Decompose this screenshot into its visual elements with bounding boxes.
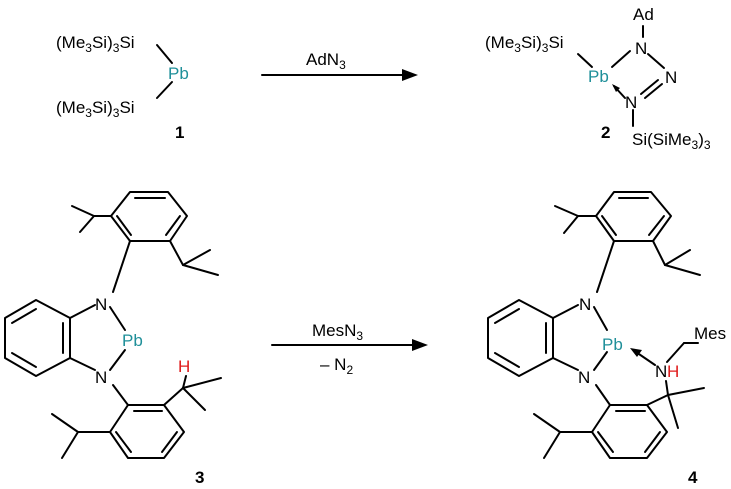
ipr-lower-left-3: [51, 413, 79, 433]
bond-n-bottom-aryl: [112, 384, 129, 406]
bond-n-top-pb: [109, 306, 126, 331]
compound-3: N Pb N H 3: [4, 191, 222, 487]
c4-bond-benzo-n-bottom: [552, 357, 579, 371]
c4-upper-aryl-ring: [595, 191, 672, 242]
bond-pb-n-bottom: [109, 349, 126, 371]
benzo-ring: [4, 299, 71, 377]
c4-ipr-lower-left-3: [533, 413, 561, 433]
bond-benzo-n-bottom: [69, 357, 96, 371]
compound-2-n-right: N: [665, 68, 677, 87]
compound-1-number: 1: [175, 123, 184, 142]
c4-ipr-upper-left-3: [554, 205, 579, 217]
ipr-upper-right-2: [182, 264, 219, 276]
c4-ipr-upper-right-2: [664, 264, 701, 276]
c4-ipr-lower-left-2: [543, 431, 561, 459]
c4-bond-benzo-n-top: [552, 304, 579, 319]
ipr-upper-left-3: [71, 205, 95, 217]
compound-3-h-label: H: [178, 357, 190, 376]
compound-2-ad-label: Ad: [633, 5, 654, 24]
bond-n-right-n-bottom-a: [644, 83, 663, 99]
lower-aryl-inner-2: [161, 431, 178, 453]
lower-aryl-inner-3: [115, 431, 132, 453]
compound-3-pb-label: Pb: [122, 331, 143, 350]
ipr-lower-right-3: [182, 387, 206, 411]
ipr-lower-left-2: [61, 431, 79, 459]
bond-n-right-n-bottom-b: [640, 79, 659, 95]
compound-2-si-group: (Me3Si)3Si: [485, 33, 564, 55]
c4-bond-cq-me2: [667, 394, 679, 429]
arrow-2-head: [412, 339, 428, 351]
c4-ipr-upper-right-3: [664, 249, 691, 266]
upper-aryl-ring: [110, 191, 188, 242]
c4-bond-aryl-cq: [646, 394, 669, 406]
ipr-lower-right-2: [182, 377, 222, 389]
compound-2-si-group-bottom: Si(SiMe3)3: [632, 130, 711, 152]
bond-pb-n-top: [611, 50, 631, 68]
compound-4-pb-label: Pb: [602, 335, 623, 354]
ipr-upper-left-2: [79, 215, 95, 233]
c4-bond-n-bottom-aryl: [595, 384, 611, 406]
c4-bond-pb-n-bottom: [593, 351, 608, 371]
coordination-arrow-head: [612, 84, 620, 92]
upper-aryl-inner-2: [165, 215, 181, 236]
bond-si-pb: [577, 53, 593, 68]
compound-1-si-group-top: (Me3Si)3Si: [56, 33, 135, 55]
bond-pb-si-bottom: [156, 81, 173, 99]
bond-n-top-n-right: [647, 53, 665, 69]
c4-upper-aryl-inner-3: [601, 215, 617, 236]
bond-aryl-n-top: [112, 240, 131, 293]
c4-coordination-arrow: [635, 351, 656, 366]
reaction-2-reagent: MesN3: [312, 321, 363, 343]
c4-benzo-inner-1: [494, 308, 520, 324]
compound-1: (Me3Si)3Si Pb (Me3Si)3Si 1: [56, 33, 189, 142]
benzo-inner-2: [11, 352, 37, 368]
reaction-arrow-2: MesN3 – N2: [271, 321, 428, 377]
c4-bond-cq-n: [665, 380, 669, 396]
compound-4-n-top: N: [579, 295, 591, 314]
c4-bond-n-mes-1: [666, 342, 685, 363]
c4-bond-n-top-pb: [593, 306, 608, 331]
compound-1-si-group-bottom: (Me3Si)3Si: [56, 98, 135, 120]
c4-benzo-inner-2: [494, 352, 520, 368]
compound-2-n-top: N: [635, 39, 647, 58]
ipr-lower-right-ch: [182, 375, 187, 389]
ipr-lower-right-1: [163, 387, 184, 406]
compound-1-pb-label: Pb: [168, 64, 189, 83]
compound-2-pb-label: Pb: [588, 67, 609, 86]
compound-4: N Pb N N H Mes 4: [487, 191, 726, 487]
ipr-upper-right-3: [182, 249, 211, 266]
compound-3-n-bottom: N: [95, 368, 107, 387]
c4-lower-aryl-ring: [591, 404, 668, 459]
ipr-upper-right-1: [169, 240, 184, 266]
reaction-arrow-1: AdN3: [261, 50, 418, 81]
c4-lower-aryl-inner-2: [644, 431, 661, 453]
compound-3-number: 3: [195, 468, 204, 487]
reaction-2-byproduct: – N2: [320, 355, 353, 377]
c4-bond-cq-me1: [667, 387, 705, 396]
compound-3-n-top: N: [95, 295, 107, 314]
c4-ipr-upper-left-2: [563, 215, 579, 234]
compound-4-n-amine: N: [655, 362, 667, 381]
lower-aryl-ring: [109, 404, 185, 459]
bond-si-pb-top: [156, 44, 173, 64]
compound-2: (Me3Si)3Si Ad N N N Pb Si(SiMe3)3 2: [485, 5, 711, 152]
benzo-inner-1: [11, 308, 37, 324]
bond-benzo-n-top: [69, 304, 96, 319]
c4-benzo-ring: [487, 299, 554, 377]
reaction-1-reagent: AdN3: [306, 50, 346, 72]
compound-2-n-bottom: N: [625, 93, 637, 112]
compound-4-n-bottom: N: [578, 368, 590, 387]
c4-lower-aryl-inner-3: [597, 431, 614, 453]
c4-bond-aryl-n-top: [596, 240, 615, 293]
compound-4-mes-label: Mes: [694, 324, 726, 343]
compound-4-number: 4: [688, 468, 698, 487]
c4-coordination-arrow-head: [630, 348, 642, 357]
arrow-1-head: [402, 69, 418, 81]
compound-4-h-label: H: [667, 362, 679, 381]
c4-upper-aryl-inner-2: [648, 215, 665, 236]
upper-aryl-inner-3: [116, 215, 132, 236]
c4-ipr-upper-right-1: [652, 240, 666, 266]
compound-2-number: 2: [601, 123, 610, 142]
